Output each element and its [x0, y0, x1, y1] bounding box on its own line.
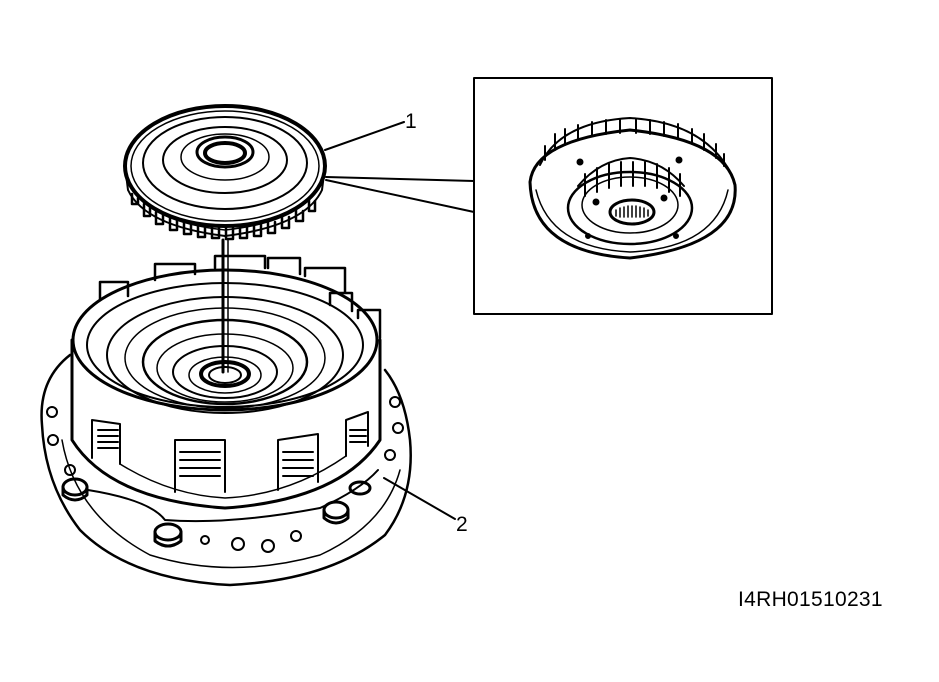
detail-inset [473, 77, 773, 315]
upper-gear-drum [123, 104, 327, 241]
alignment-line [221, 238, 229, 374]
flange-holes [46, 396, 404, 553]
leader-lines [324, 121, 475, 520]
lower-clutch-drum [40, 254, 412, 587]
drum-tabs [98, 254, 382, 340]
callout-2-label: 2 [456, 513, 468, 536]
figure-code: I4RH01510231 [738, 588, 883, 611]
clutch-plates [91, 411, 369, 499]
gear-teeth [130, 192, 317, 241]
flange-bolts [61, 477, 372, 548]
inset-drum-underside [528, 117, 737, 260]
callout-1-label: 1 [405, 110, 417, 133]
